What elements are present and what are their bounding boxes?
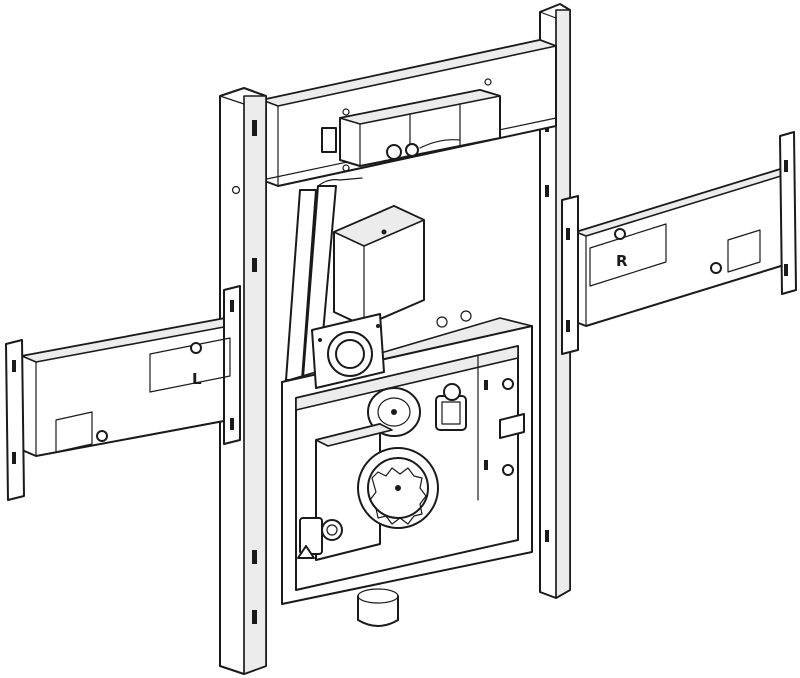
- drain-outlet-cap: [357, 447, 439, 529]
- flush-pipe-housing: [333, 205, 425, 327]
- drain-pipe: [357, 588, 399, 627]
- left-bracket: L: [5, 285, 241, 501]
- right-bracket: R: [561, 131, 797, 355]
- bracket-label-r: R: [616, 252, 628, 270]
- cistern-valve-block: [321, 89, 501, 167]
- left-vertical-rail: [219, 87, 267, 675]
- pipe-connector-right: [435, 383, 467, 431]
- right-vertical-rail: [539, 3, 571, 599]
- flush-outlet-connector: [311, 313, 385, 389]
- shut-off-valve: [297, 517, 343, 559]
- bracket-label-l: L: [192, 370, 202, 388]
